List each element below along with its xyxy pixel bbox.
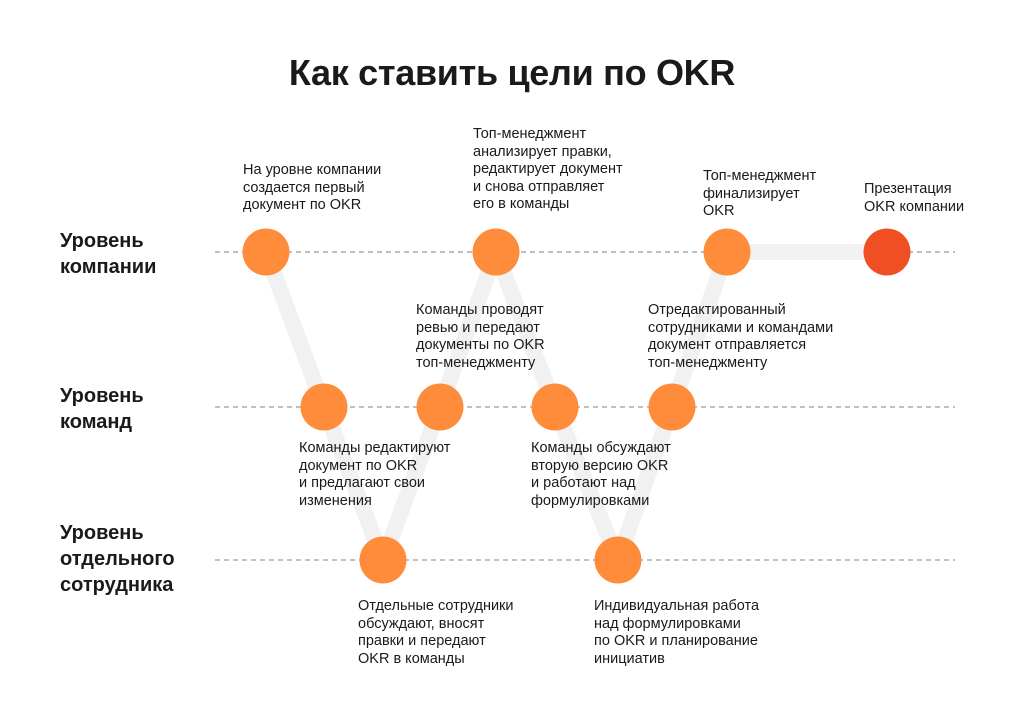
step-note-3: Отдельные сотрудники обсуждают, вносят п… (358, 598, 514, 667)
step-note-5: Топ-менеджмент анализирует правки, редак… (473, 126, 623, 212)
level-label-teams: Уровень команд (60, 385, 144, 433)
level-label-individual: Уровень отдельного сотрудника (60, 522, 175, 596)
step-note-10: Презентация OKR компании (864, 181, 965, 215)
step-node-10-final (863, 228, 911, 276)
step-node-3 (359, 536, 407, 584)
step-note-1: На уровне компании создается первый доку… (243, 162, 382, 213)
step-node-8 (648, 383, 696, 431)
step-nodes (242, 228, 911, 584)
step-note-7: Индивидуальная работа над формулировками… (594, 598, 760, 667)
step-note-4: Команды проводят ревью и передают докуме… (416, 302, 545, 371)
flow-path (258, 244, 895, 568)
step-node-6 (531, 383, 579, 431)
step-node-2 (300, 383, 348, 431)
level-label-company: Уровень компании (60, 230, 157, 278)
step-note-2: Команды редактируют документ по OKR и пр… (299, 440, 451, 509)
step-node-9 (703, 228, 751, 276)
step-note-8: Отредактированный сотрудниками и команда… (648, 302, 834, 371)
step-node-5 (472, 228, 520, 276)
step-node-4 (416, 383, 464, 431)
step-node-1 (242, 228, 290, 276)
step-note-6: Команды обсуждают вторую версию OKR и ра… (531, 440, 671, 509)
page-title: Как ставить цели по OKR (288, 52, 736, 93)
step-node-7 (594, 536, 642, 584)
step-note-9: Топ-менеджмент финализирует OKR (703, 168, 817, 219)
